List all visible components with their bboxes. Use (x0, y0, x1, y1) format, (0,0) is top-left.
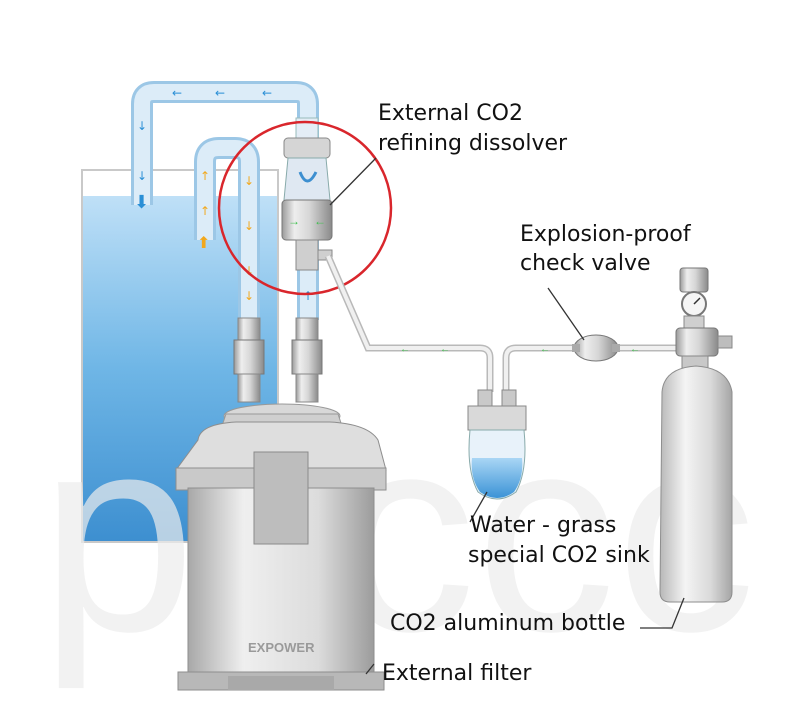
leader-lines (329, 157, 685, 675)
arrow-up-icon: ↑ (200, 204, 210, 218)
label-sink-line1: Water - grass (470, 513, 617, 538)
arrow-left-icon: ← (440, 344, 450, 355)
arrow-left-icon: ← (172, 86, 182, 100)
arrow-left-icon: ← (540, 344, 550, 355)
return-pipe (131, 81, 319, 320)
label-bottle: CO2 aluminum bottle (390, 611, 626, 636)
label-dissolver-line2: refining dissolver (378, 131, 568, 156)
co2-sink (467, 389, 527, 500)
arrow-down-icon: ↓ (244, 264, 254, 278)
arrow-down-icon: ↓ (244, 289, 254, 303)
hose-valves (233, 317, 323, 403)
arrow-up-icon: ↑ (303, 289, 313, 303)
watermark: psccc (40, 378, 756, 691)
arrow-left-icon: ← (314, 214, 326, 228)
arrow-right-icon: → (288, 214, 300, 228)
arrow-left-icon: ← (215, 86, 225, 100)
label-valve-line1: Explosion-proof (520, 222, 691, 247)
arrow-left-icon: ← (400, 344, 410, 355)
arrow-left-icon: ← (630, 344, 640, 355)
arrow-down-icon: ⬇ (134, 192, 149, 213)
external-filter: EXPOWER (175, 403, 387, 691)
arrow-down-icon: ↓ (244, 174, 254, 188)
flow-arrows: ← ← ← ↓ ↓ ⬇ ↑ ↑ ⬆ ↓ ↓ ↓ ↓ ↑ ↑ (134, 86, 313, 303)
label-filter: External filter (382, 661, 532, 686)
arrow-down-icon: ↓ (137, 169, 147, 183)
arrow-up-icon: ↑ (200, 169, 210, 183)
co2-tubing: ← ← ← ← (324, 254, 690, 392)
filter-brand-label: EXPOWER (248, 640, 315, 655)
label-valve-line2: check valve (520, 251, 651, 276)
arrow-down-icon: ↓ (244, 219, 254, 233)
highlight-circle (217, 120, 393, 296)
co2-dissolver: → ← (281, 117, 333, 271)
arrow-down-icon: ↓ (137, 119, 147, 133)
co2-bottle (659, 267, 733, 603)
label-dissolver-line1: External CO2 (378, 101, 523, 126)
arrow-left-icon: ← (262, 86, 272, 100)
intake-pipe (194, 137, 260, 320)
label-sink-line2: special CO2 sink (468, 543, 650, 568)
arrow-up-icon: ⬆ (197, 233, 210, 252)
check-valve (572, 334, 620, 362)
